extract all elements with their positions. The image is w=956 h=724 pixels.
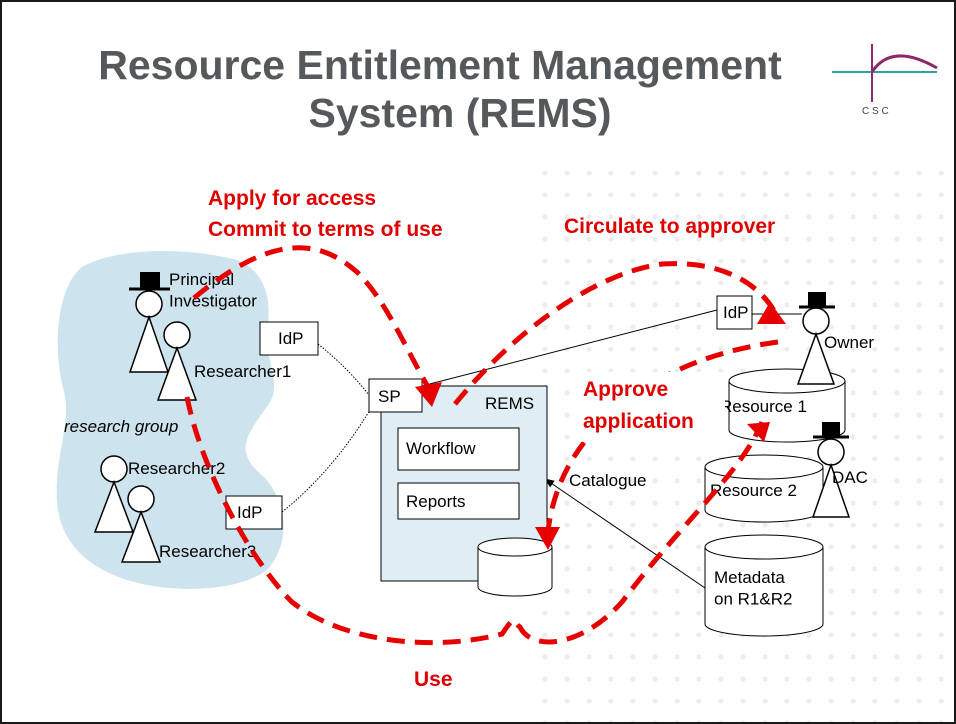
apply-label-1: Apply for access	[208, 187, 376, 210]
metadata-to-catalogue-arrow	[544, 478, 709, 591]
workflow-label: Workflow	[406, 439, 476, 458]
idp2-to-sp-link	[281, 409, 371, 513]
access-flow-path	[184, 245, 781, 646]
owner-figure	[796, 292, 836, 385]
reports-box	[397, 482, 520, 520]
idp-box-1	[259, 321, 319, 356]
use-label: Use	[414, 668, 453, 691]
researcher3-label: Researcher3	[159, 542, 256, 561]
researcher3-figure	[120, 485, 162, 563]
idp-label-2: IdP	[237, 503, 263, 522]
reports-label: Reports	[406, 492, 466, 511]
sp-label: SP	[378, 387, 401, 406]
resource2-label: Resource 2	[710, 481, 797, 500]
research-group-label: research group	[64, 417, 178, 436]
idp-label-3: IdP	[723, 303, 749, 322]
idp1-to-sp-link	[317, 343, 370, 396]
resource1-label: Resource 1	[720, 397, 807, 416]
slide-title-line1: Resource Entitlement Management	[98, 42, 782, 88]
apply-label-2: Commit to terms of use	[208, 218, 443, 241]
circulate-label: Circulate to approver	[564, 215, 775, 238]
resource2-database	[704, 454, 824, 523]
researcher1-label: Researcher1	[194, 362, 291, 381]
researcher2-figure	[93, 455, 135, 533]
slide-title-line2: System (REMS)	[308, 90, 612, 136]
idp-box-2	[225, 495, 283, 530]
rems-label: REMS	[485, 394, 534, 413]
logo-text: C S C	[862, 106, 889, 117]
idp-label-1: IdP	[278, 329, 304, 348]
owner-label: Owner	[824, 333, 874, 352]
approve-label-1: Approve	[583, 378, 668, 401]
flow-arrowheads	[415, 302, 786, 550]
catalogue-label: Catalogue	[569, 471, 647, 490]
catalogue-database	[477, 537, 553, 597]
approve-label-2: application	[583, 410, 694, 433]
principal-investigator-figure	[128, 272, 170, 373]
sp-to-idp3-link	[421, 309, 718, 387]
researcher2-label: Researcher2	[128, 459, 225, 478]
workflow-box	[397, 427, 520, 471]
metadata-database	[704, 534, 824, 637]
idp-box-3	[716, 295, 753, 330]
sp-box	[368, 378, 423, 413]
csc-logo: C S C	[832, 44, 938, 117]
approve-label-bg	[575, 372, 725, 442]
dac-figure	[811, 422, 851, 518]
researcher1-figure	[156, 321, 198, 401]
dac-label: DAC	[832, 468, 868, 487]
